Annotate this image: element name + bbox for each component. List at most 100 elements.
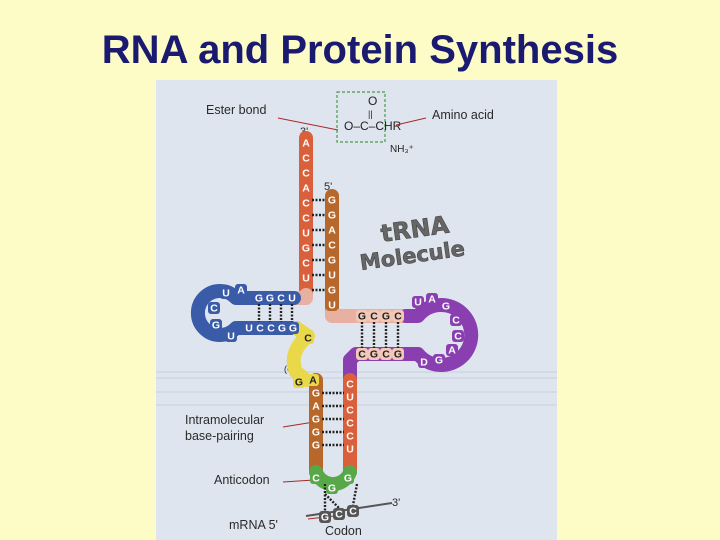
svg-text:A: A	[302, 183, 310, 195]
d-arm-bottom-nt: C	[265, 322, 277, 335]
ester-chain: O–C–CHR	[344, 119, 402, 133]
svg-text:G: G	[344, 473, 352, 485]
svg-text:G: G	[255, 293, 263, 305]
base-pairing-label: base-pairing	[185, 429, 254, 443]
svg-text:G: G	[328, 285, 336, 297]
svg-text:G: G	[328, 483, 336, 495]
svg-text:A: A	[237, 285, 245, 297]
svg-text:C: C	[452, 315, 460, 327]
acceptor-5prime-nt: G	[326, 209, 338, 222]
variable-nt: A	[307, 374, 319, 387]
svg-text:U: U	[414, 297, 422, 309]
svg-text:C: C	[302, 168, 310, 180]
t-loop-nt: U	[412, 296, 424, 309]
svg-text:G: G	[328, 255, 336, 267]
d-loop-nt: G	[210, 319, 222, 332]
acceptor-5prime-nt: G	[326, 284, 338, 297]
anticodon-nt: G	[342, 472, 354, 485]
codon-nt: C	[347, 505, 359, 518]
svg-text:A: A	[312, 401, 320, 413]
d-loop-nt: C	[208, 302, 220, 315]
svg-text:U: U	[328, 270, 336, 282]
t-loop-nt: A	[426, 293, 438, 306]
codon-nt: C	[333, 508, 345, 521]
d-arm-bottom-nt: U	[243, 322, 255, 335]
t-arm-bottom-nt: G	[392, 348, 404, 361]
svg-text:C: C	[358, 349, 366, 361]
svg-text:G: G	[266, 293, 274, 305]
svg-text:A: A	[328, 225, 336, 237]
svg-text:G: G	[435, 355, 443, 367]
acceptor-3prime-nt: U	[300, 272, 312, 285]
anticodon-stem-right-nt: U	[344, 391, 356, 404]
acceptor-3prime-nt: U	[300, 227, 312, 240]
anticodon-stem-right-nt: C	[344, 378, 356, 391]
anticodon-nt: C	[310, 472, 322, 485]
ester-bond-label: Ester bond	[206, 103, 267, 117]
svg-text:G: G	[382, 311, 390, 323]
svg-text:C: C	[312, 473, 320, 485]
trna-svg: O || O–C–CHR NH₃⁺ Ester bond Amino acid …	[156, 91, 557, 538]
acceptor-5prime-nt: U	[326, 299, 338, 312]
t-arm-top-nt: G	[380, 310, 392, 323]
five-prime-top-label: 5'	[324, 181, 332, 193]
acceptor-3prime-nt: C	[300, 197, 312, 210]
mrna-label: mRNA 5'	[229, 518, 278, 532]
t-loop-nt: G	[440, 300, 452, 313]
anticodon-stem-right-nt: U	[344, 443, 356, 456]
d-arm-bottom-nt: G	[287, 322, 299, 335]
acceptor-5prime-nt: C	[326, 239, 338, 252]
svg-text:U: U	[346, 392, 354, 404]
codon-nt: G	[319, 511, 331, 524]
svg-text:G: G	[321, 512, 329, 524]
svg-text:G: G	[442, 301, 450, 313]
svg-text:G: G	[295, 377, 303, 389]
codon-label: Codon	[325, 524, 362, 538]
acceptor-3prime-nt: G	[300, 242, 312, 255]
svg-text:U: U	[288, 293, 296, 305]
acceptor-3prime-nt: C	[300, 212, 312, 225]
svg-text:U: U	[302, 228, 310, 240]
slide-title: RNA and Protein Synthesis	[101, 28, 619, 72]
d-arm-top-nt: U	[286, 292, 298, 305]
svg-text:C: C	[267, 323, 275, 335]
svg-text:G: G	[328, 195, 336, 207]
variable-nt: G	[293, 376, 305, 389]
svg-text:G: G	[328, 210, 336, 222]
svg-text:G: G	[278, 323, 286, 335]
anticodon-nt: G	[326, 482, 338, 495]
intramolecular-label: Intramolecular	[185, 413, 264, 427]
t-arm-bottom-nt: C	[356, 348, 368, 361]
svg-text:A: A	[448, 345, 456, 357]
anticodon-label: Anticodon	[214, 473, 270, 487]
svg-text:G: G	[312, 388, 320, 400]
t-loop-nt: D	[418, 356, 430, 369]
anticodon-stem-left-nt: G	[310, 426, 322, 439]
anticodon-stem-left-nt: G	[310, 413, 322, 426]
svg-text:G: G	[289, 323, 297, 335]
carbonyl-oxygen: O	[368, 94, 377, 108]
acceptor-5prime-nt: G	[326, 254, 338, 267]
svg-text:G: G	[312, 414, 320, 426]
anticodon-stem-left-nt: G	[310, 387, 322, 400]
svg-text:C: C	[335, 509, 343, 521]
acceptor-5prime-nt: A	[326, 224, 338, 237]
d-arm-bottom-nt: C	[254, 322, 266, 335]
carbonyl-double-bond: ||	[368, 109, 373, 119]
svg-text:C: C	[302, 153, 310, 165]
svg-text:U: U	[328, 300, 336, 312]
amine-group: NH₃⁺	[390, 144, 414, 155]
acceptor-3prime-nt: C	[300, 257, 312, 270]
svg-text:U: U	[346, 444, 354, 456]
svg-text:C: C	[302, 198, 310, 210]
acceptor-3prime-nt: C	[300, 152, 312, 165]
svg-text:D: D	[420, 357, 428, 369]
t-arm-top-nt: G	[356, 310, 368, 323]
anticodon-stem-left-nt: G	[310, 439, 322, 452]
d-arm-top-nt: C	[275, 292, 287, 305]
svg-text:C: C	[304, 333, 312, 345]
t-loop-nt: A	[446, 344, 458, 357]
svg-text:C: C	[346, 418, 354, 430]
t-loop-nt: G	[433, 354, 445, 367]
